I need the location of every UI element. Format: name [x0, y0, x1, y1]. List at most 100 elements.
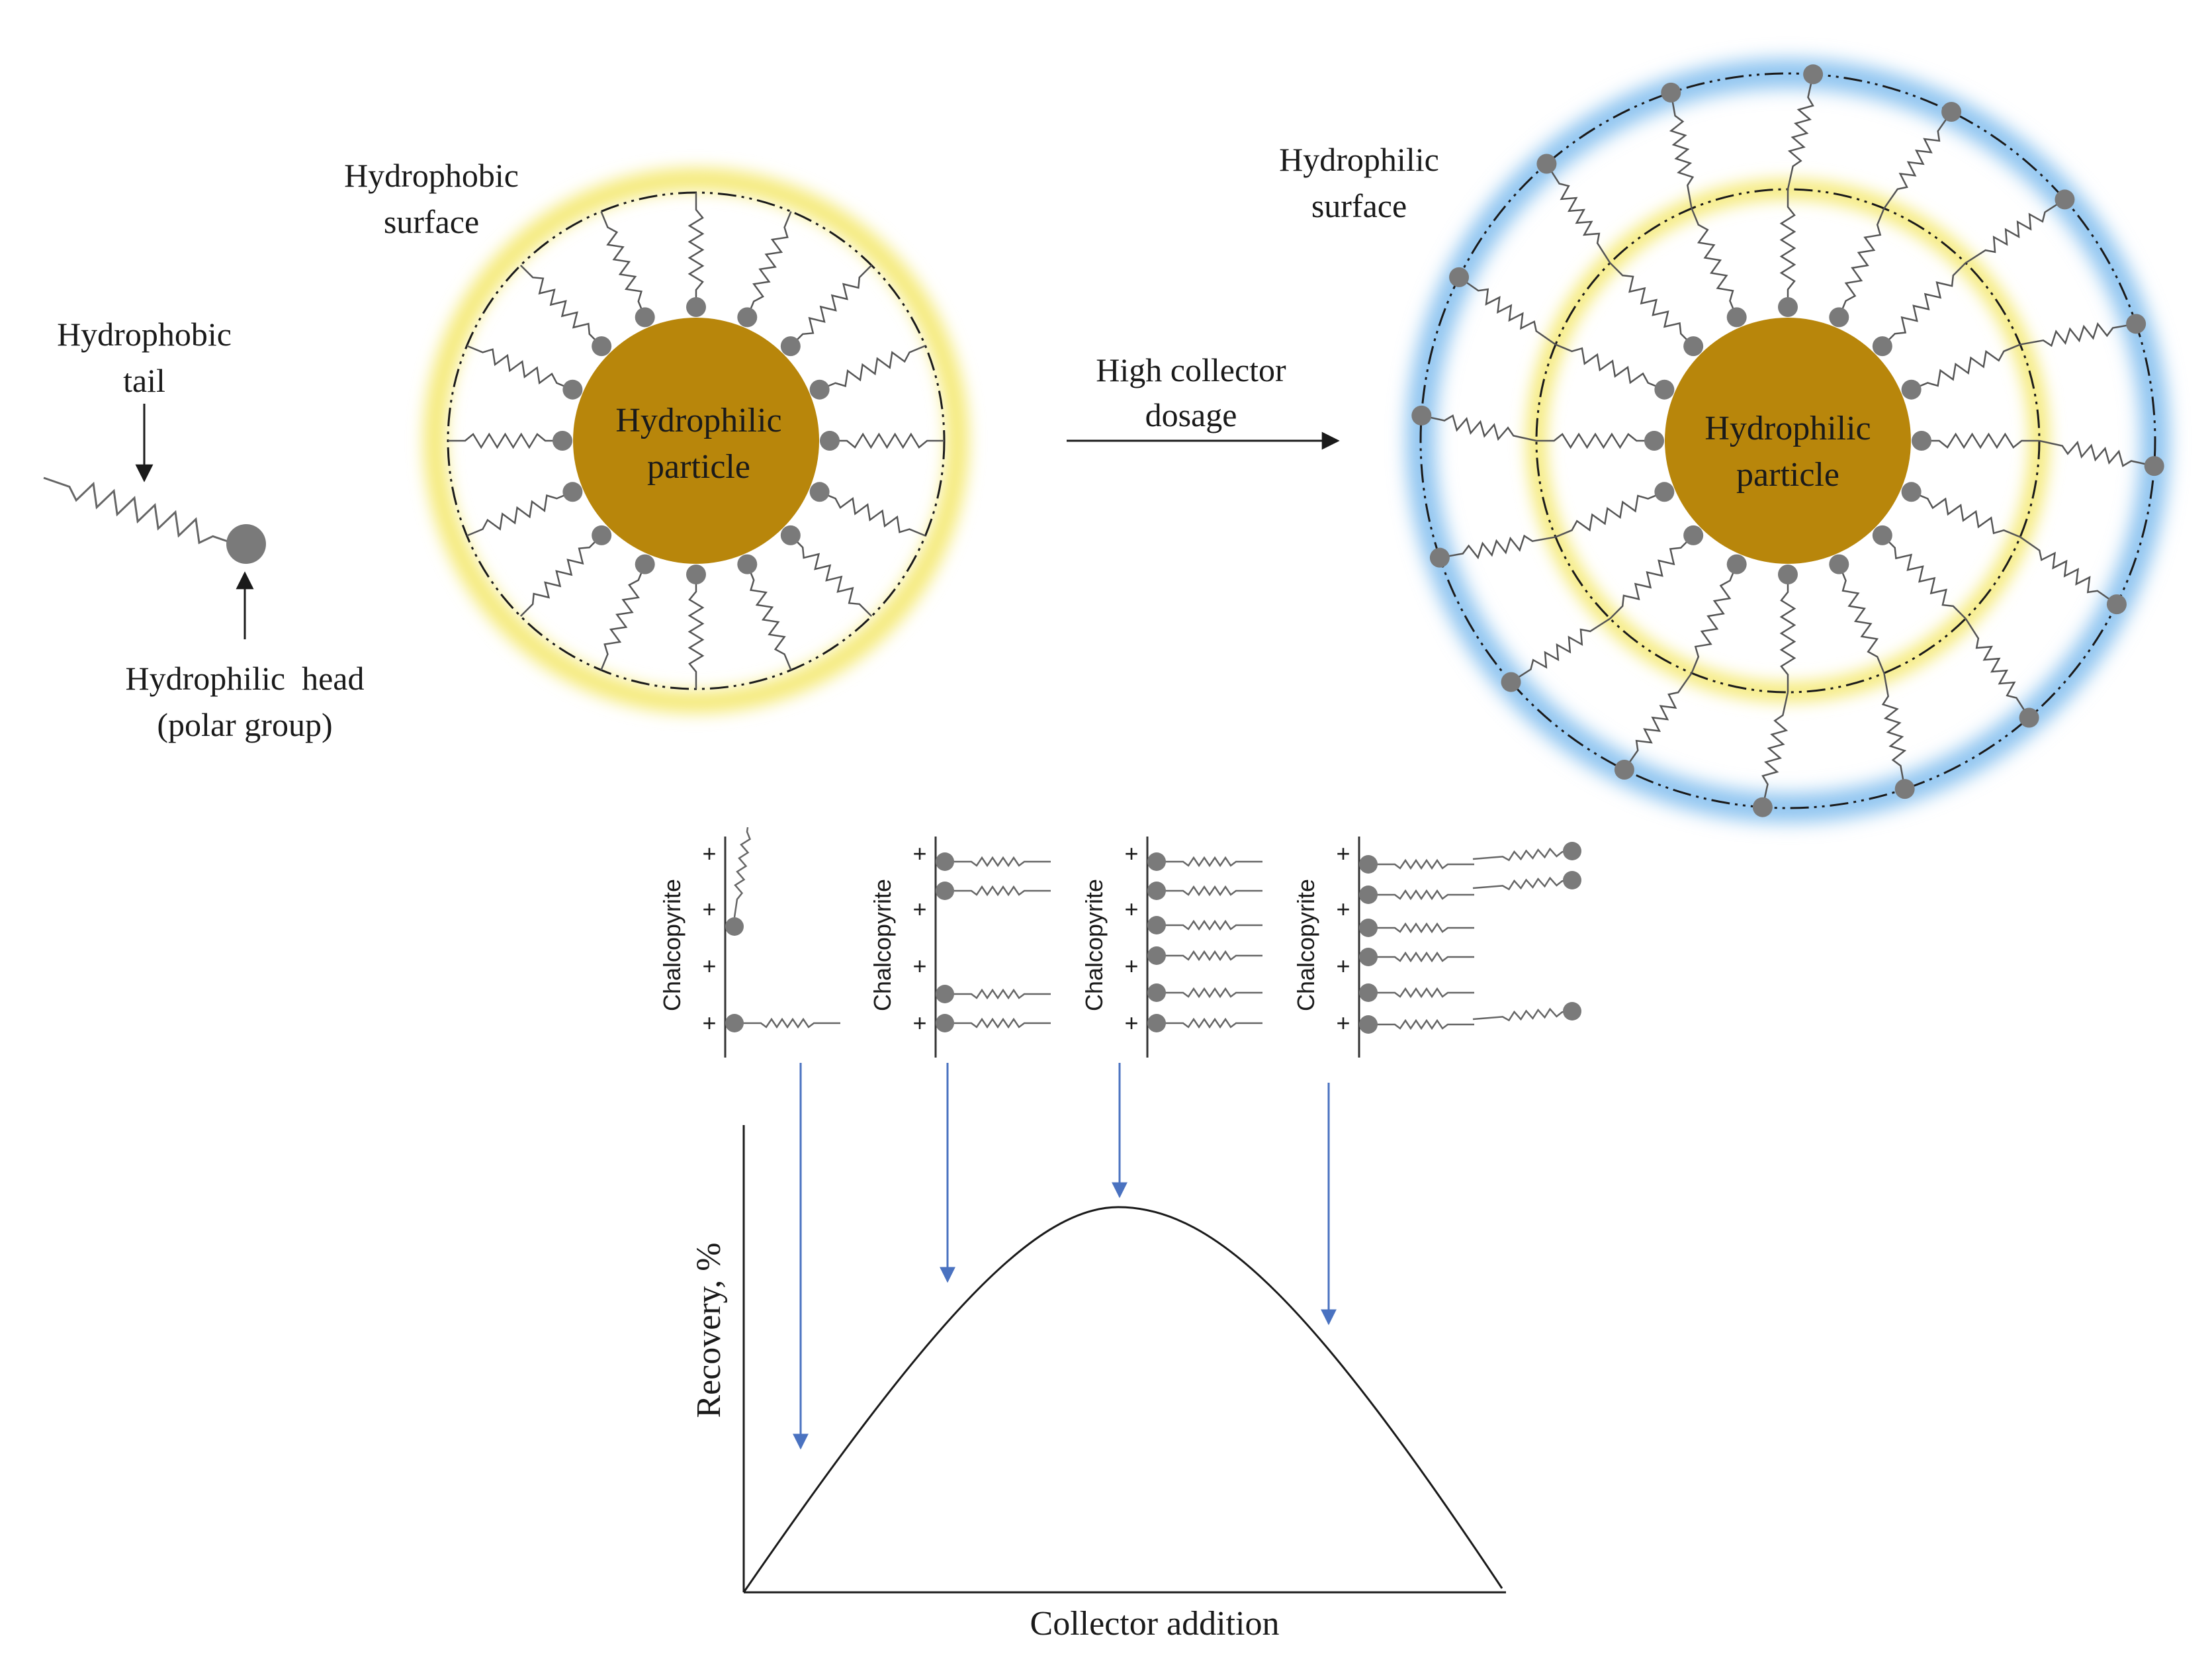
- chalcopyrite-label: Chalcopyrite: [869, 879, 896, 1011]
- surface-charge-plus: +: [1124, 952, 1138, 979]
- inner-collector-chain: [1609, 534, 1695, 619]
- inner-collector-chain: [1838, 208, 1885, 318]
- outer-polar-head: [1501, 672, 1521, 692]
- inner-polar-head: [1654, 379, 1675, 400]
- outer-collector-chain: [1881, 672, 1907, 790]
- collector-molecule-icon: [43, 476, 266, 564]
- recovery-curve: [742, 1206, 1503, 1593]
- collector-tail: [1368, 922, 1474, 934]
- adsorbed-collector-chains: [448, 193, 944, 689]
- collector-head: [1147, 1014, 1166, 1032]
- collector-head: [936, 852, 954, 871]
- collector-head: [1147, 946, 1166, 965]
- collector-chain: [746, 564, 792, 670]
- outer-collector-chain: [1421, 414, 1537, 442]
- outer-collector-head: [1563, 1002, 1581, 1021]
- recovery-curve-plot: Collector addition Recovery, %: [690, 1063, 1506, 1643]
- head-label-line2: (polar group): [157, 706, 332, 743]
- adsorption-stage-1: Chalcopyrite++++: [658, 827, 840, 1058]
- inner-collector-chain: [1922, 432, 2039, 449]
- outer-collector-chain: [1669, 92, 1695, 209]
- collector-chain: [600, 564, 646, 670]
- outer-boundary-ring: [1419, 72, 2156, 809]
- outer-collector-chain: [2039, 439, 2154, 467]
- polar-head: [686, 297, 706, 317]
- inner-polar-head: [1778, 565, 1798, 584]
- collector-tail: [1157, 950, 1262, 962]
- collector-head: [1359, 983, 1378, 1002]
- outer-polar-head: [1536, 154, 1557, 174]
- surface-charge-plus: +: [1336, 895, 1350, 923]
- surface-charge-plus: +: [702, 1009, 716, 1036]
- inner-polar-head: [1829, 554, 1849, 574]
- particle-bilayer: Hydrophilic surface Hydrophilic particle: [1279, 59, 2170, 823]
- inner-collector-chain: [1691, 564, 1738, 674]
- outer-collector-chain: [1787, 74, 1814, 190]
- collector-tail: [1157, 919, 1262, 931]
- inner-polar-head: [1726, 307, 1747, 328]
- outer-collector-chain: [1439, 534, 1556, 560]
- core-label-line1: Hydrophilic: [615, 402, 781, 439]
- polar-head: [737, 554, 758, 574]
- surface-charge-plus: +: [1124, 840, 1138, 867]
- polar-head: [686, 565, 706, 584]
- outer-collector-head: [1563, 871, 1581, 889]
- outer-collector-chain: [2019, 536, 2117, 606]
- inner-collector-chain: [1779, 574, 1796, 692]
- surface-charge-plus: +: [1336, 1009, 1350, 1036]
- inner-collector-chain: [1881, 262, 1967, 347]
- outer-collector-chain: [1965, 618, 2030, 719]
- collector-tail: [733, 827, 751, 918]
- core-label-line2: particle: [647, 448, 750, 486]
- collector-chain: [600, 211, 646, 318]
- collector-tail: [1368, 1019, 1474, 1030]
- collector-chain: [819, 491, 926, 537]
- hydrophobic-surface-label-line1: Hydrophobic: [344, 157, 519, 194]
- collector-tail: [734, 1017, 840, 1029]
- inner-polar-head: [1683, 525, 1704, 545]
- inner-collector-chain: [1691, 208, 1738, 318]
- collector-tail: [945, 856, 1051, 868]
- particle-monolayer: Hydrophobic surface Hydrophilic particle: [344, 157, 969, 713]
- collector-head: [936, 985, 954, 1003]
- collector-chain: [789, 264, 873, 347]
- collector-head: [936, 882, 954, 900]
- bilayer-collector-chains: [1411, 64, 2164, 817]
- collector-head: [1147, 916, 1166, 934]
- hydrophobic-tail: [43, 476, 228, 545]
- y-axis-label: Recovery, %: [690, 1242, 728, 1418]
- inner-polar-head: [1872, 336, 1892, 357]
- collector-chain: [687, 574, 705, 689]
- inner-collector-chain: [1555, 491, 1665, 538]
- hydrophilic-particle-core-2: [1665, 318, 1911, 564]
- inner-collector-chain: [1911, 343, 2021, 390]
- surface-charge-plus: +: [912, 840, 926, 867]
- inner-polar-head: [1726, 554, 1747, 574]
- collector-tail: [945, 885, 1051, 897]
- surface-charge-plus: +: [702, 840, 716, 867]
- inner-collector-chain: [1555, 343, 1665, 390]
- collector-head: [1359, 855, 1378, 874]
- collector-head: [1359, 1015, 1378, 1034]
- collector-chain: [466, 345, 573, 390]
- polar-head: [635, 307, 655, 328]
- outer-polar-head: [2144, 456, 2164, 476]
- inner-polar-head: [1872, 525, 1892, 545]
- collector-head: [1147, 983, 1166, 1002]
- transition-label-line1: High collector: [1096, 351, 1286, 388]
- outer-polar-head: [2019, 707, 2039, 728]
- collector-tail: [1157, 987, 1262, 999]
- collector-head: [1147, 882, 1166, 900]
- surface-charge-plus: +: [1124, 1009, 1138, 1036]
- inner-polar-head: [1683, 336, 1704, 357]
- polar-head: [780, 336, 801, 357]
- surface-charge-plus: +: [702, 895, 716, 923]
- outer-collector-chain: [1965, 199, 2066, 264]
- adsorption-stage-3: Chalcopyrite++++: [1081, 837, 1262, 1058]
- core2-label-line1: Hydrophilic: [1704, 410, 1871, 447]
- inner-polar-head: [1901, 379, 1922, 400]
- tail-label-line1: Hydrophobic: [57, 316, 232, 353]
- surface-charge-plus: +: [912, 895, 926, 923]
- outer-collector-head: [1563, 842, 1581, 860]
